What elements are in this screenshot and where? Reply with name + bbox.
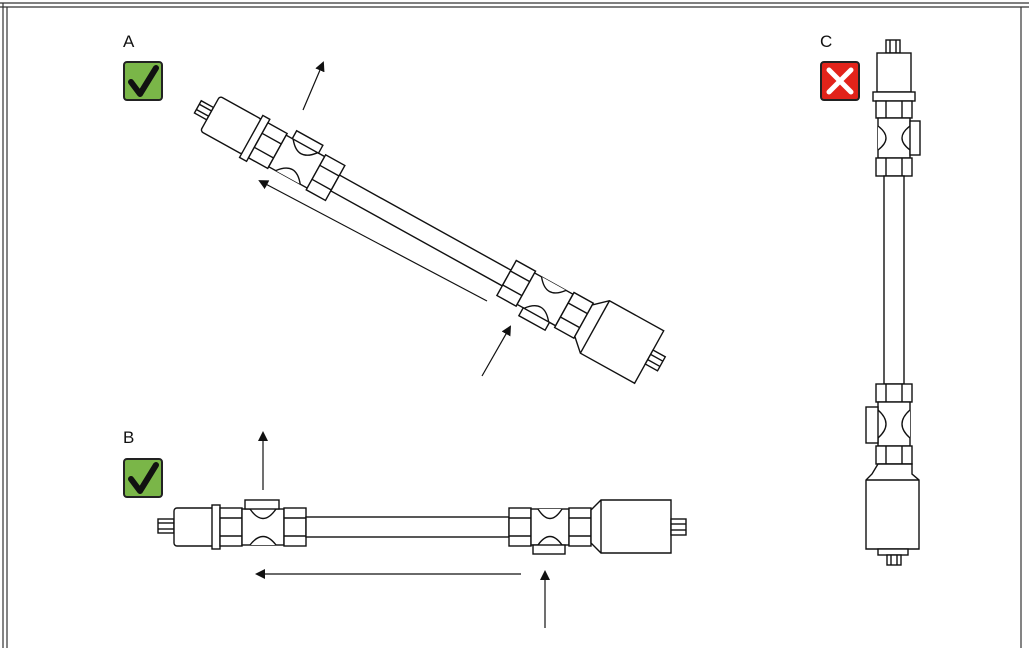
panel-label-a: A — [123, 32, 135, 51]
assembly-c — [865, 39, 921, 566]
check-icon — [128, 65, 159, 97]
panel-label-c: C — [820, 32, 833, 51]
status-badge-c — [820, 61, 860, 101]
panel-label-b: B — [123, 428, 135, 447]
status-badge-a — [123, 61, 163, 101]
assembly-b — [157, 499, 687, 555]
assembly-a — [193, 96, 667, 385]
status-badge-b — [123, 458, 163, 498]
flow-arrows-a — [258, 61, 511, 377]
flow-arrows-b — [255, 431, 550, 628]
check-icon — [128, 462, 159, 494]
cross-icon — [826, 67, 854, 95]
